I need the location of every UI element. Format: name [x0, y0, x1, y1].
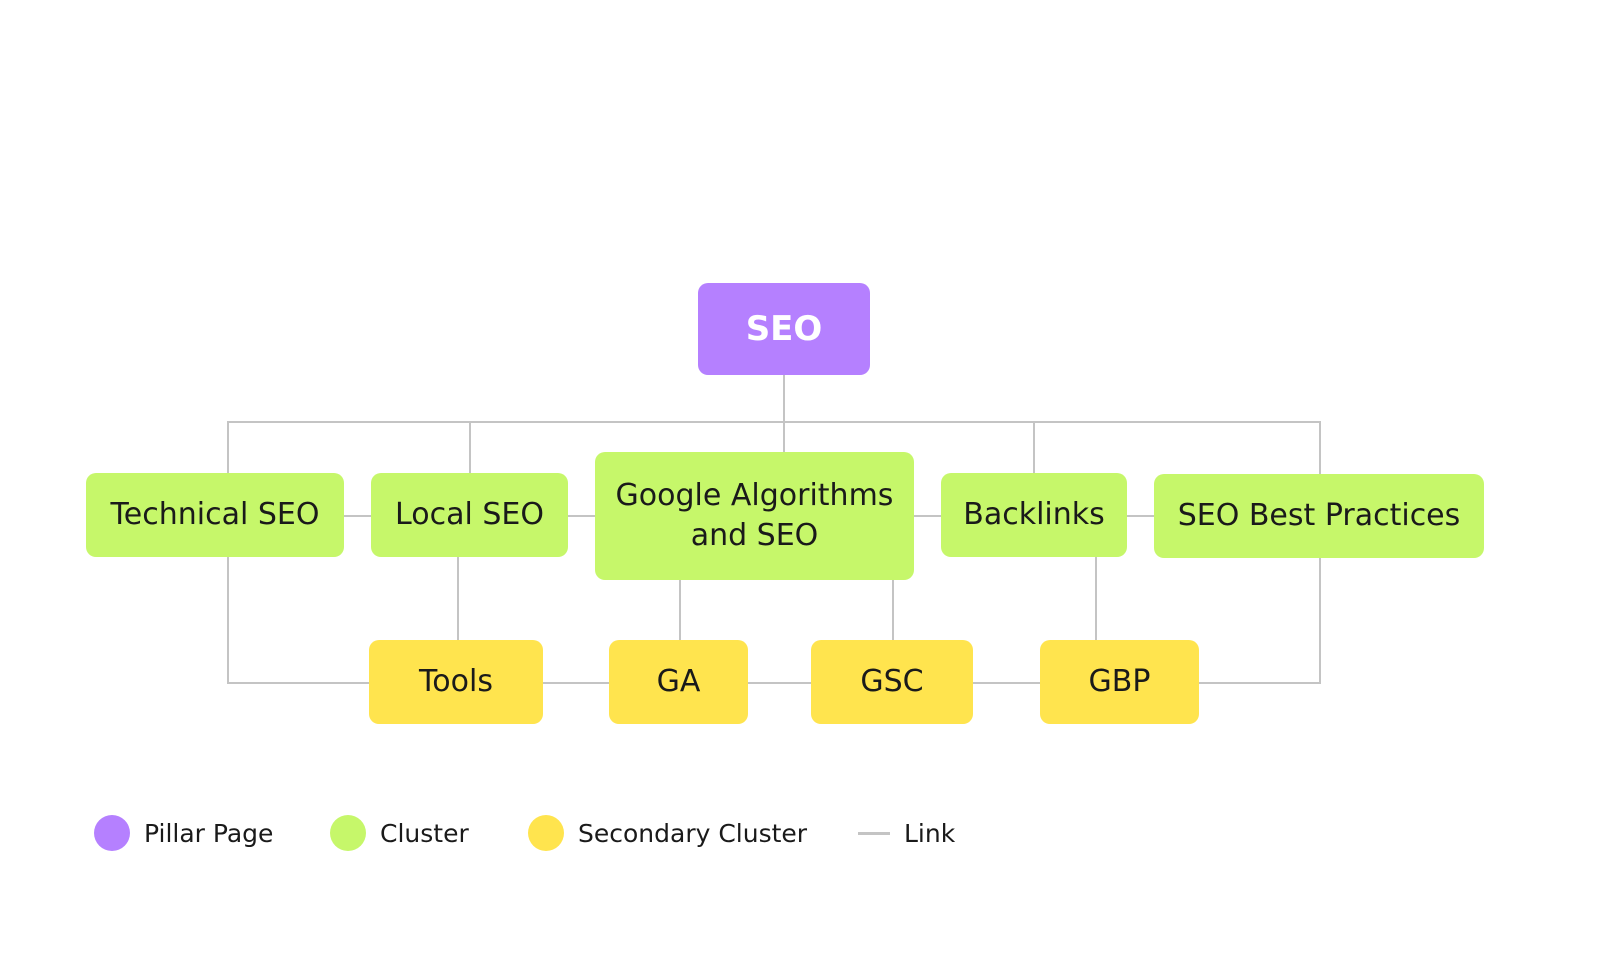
node-label: Google Algorithms and SEO [615, 478, 894, 553]
node-label: Backlinks [963, 497, 1105, 532]
node-label: SEO Best Practices [1177, 498, 1461, 533]
node-backlinks: Backlinks [941, 473, 1127, 557]
legend-dot-icon [94, 815, 130, 851]
node-label: Local SEO [395, 497, 544, 532]
node-ga: GA [609, 640, 748, 724]
node-google-algorithms: Google Algorithms and SEO [595, 452, 914, 580]
node-label: Technical SEO [110, 497, 320, 532]
node-seo-best-practices: SEO Best Practices [1154, 474, 1484, 558]
legend-label: Pillar Page [144, 818, 274, 848]
legend-item-secondary-cluster: Secondary Cluster [528, 815, 807, 851]
node-seo: SEO [698, 283, 870, 375]
node-technical-seo: Technical SEO [86, 473, 344, 557]
node-gsc: GSC [811, 640, 973, 724]
legend-label: Cluster [380, 818, 469, 848]
link-technical-seo-to-tools [227, 557, 369, 684]
legend: Pillar Page Cluster Secondary Cluster Link [94, 815, 1094, 851]
link-gbp-to-seo-best-practices [1199, 558, 1321, 684]
legend-item-link: Link [858, 815, 955, 851]
legend-label: Secondary Cluster [578, 818, 808, 848]
legend-dot-icon [330, 815, 366, 851]
link-seo-to-seo-best-practices [784, 421, 1321, 474]
node-gbp: GBP [1040, 640, 1199, 724]
node-label: SEO [745, 309, 823, 349]
node-label: Tools [419, 664, 493, 699]
node-label: GSC [860, 664, 924, 699]
link-seo-to-local-seo [469, 421, 784, 473]
node-local-seo: Local SEO [371, 473, 568, 557]
legend-dot-icon [528, 815, 564, 851]
node-tools: Tools [369, 640, 543, 724]
legend-label: Link [904, 818, 956, 848]
legend-line-icon [858, 831, 890, 835]
legend-item-pillar-page: Pillar Page [94, 815, 273, 851]
node-label: GBP [1088, 664, 1151, 699]
legend-item-cluster: Cluster [330, 815, 469, 851]
node-label: GA [656, 664, 701, 699]
